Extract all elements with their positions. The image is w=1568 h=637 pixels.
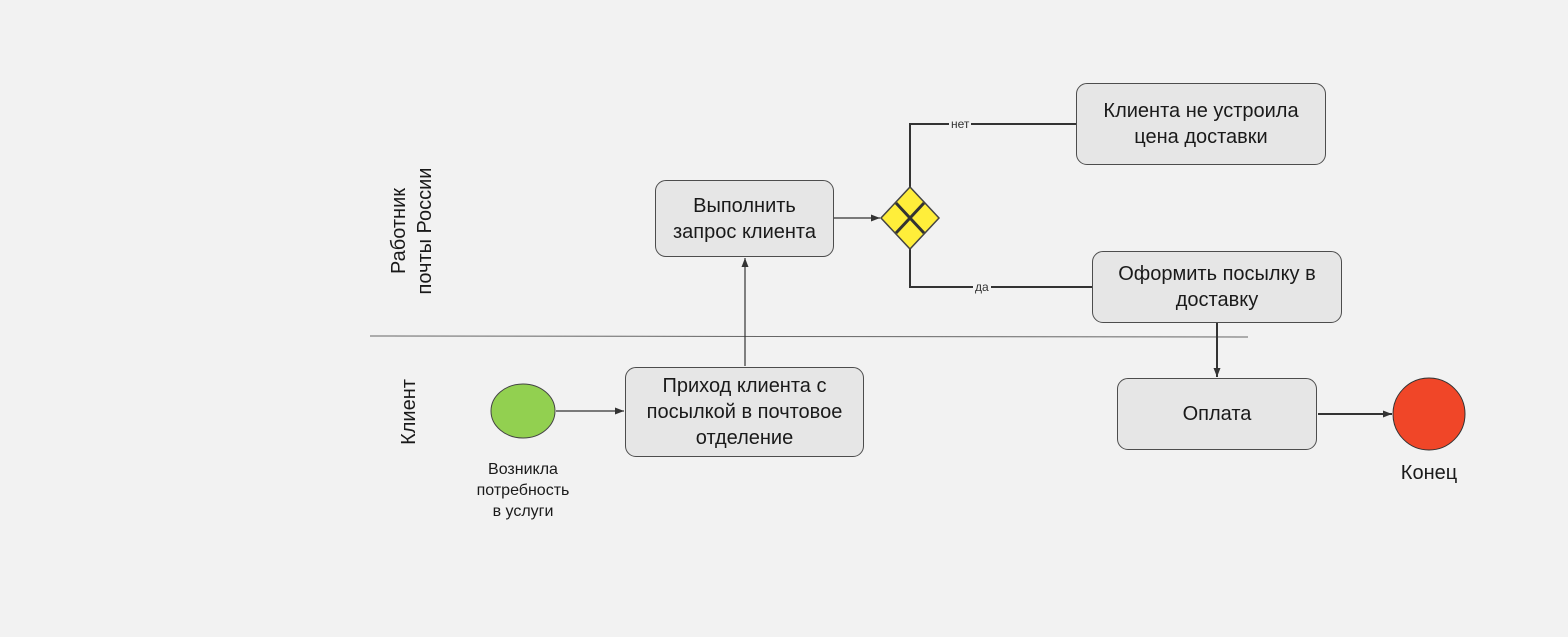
task-payment: Оплата	[1117, 378, 1317, 450]
task-ship-parcel: Оформить посылку в доставку	[1092, 251, 1342, 323]
lane-label-client: Клиент	[398, 379, 420, 445]
lane-divider	[369, 335, 1249, 338]
end-event-label: Конец	[1400, 462, 1458, 484]
flow-gateway-to-ship	[909, 248, 1092, 288]
task-fulfill-request: Выполнить запрос клиента	[655, 180, 834, 257]
edge-label-no: нет	[949, 117, 972, 131]
lane-label-worker: Работник почты России	[388, 167, 436, 295]
end-event	[1392, 377, 1466, 451]
edge-label-yes: да	[973, 280, 991, 294]
task-price-rejected: Клиента не устроила цена доставки	[1076, 83, 1326, 165]
flow-gateway-to-rejected	[909, 123, 1076, 188]
task-arrival: Приход клиента с посылкой в почтовое отд…	[625, 367, 864, 457]
exclusive-gateway	[879, 185, 941, 251]
start-event-label: Возникла потребность в услуги	[476, 461, 570, 520]
start-event	[490, 383, 556, 439]
